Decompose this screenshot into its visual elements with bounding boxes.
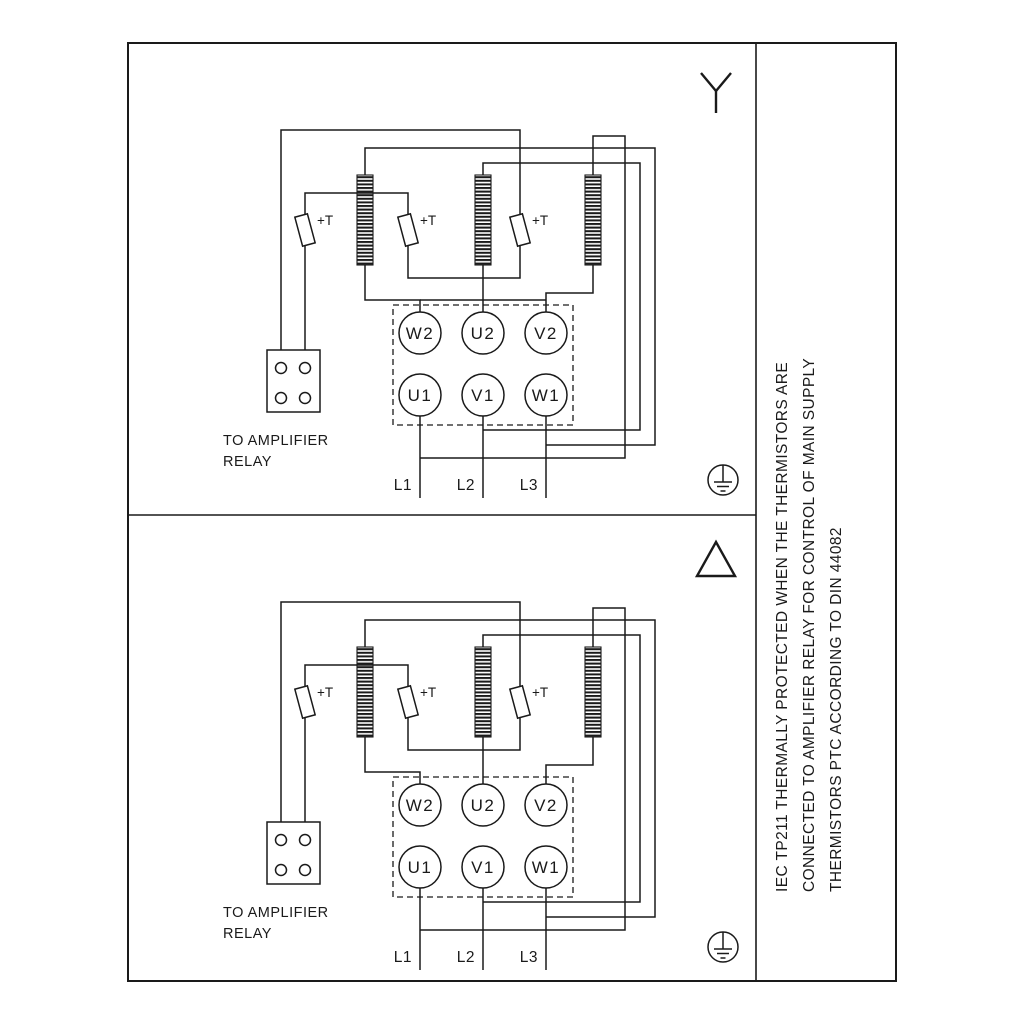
terminal-label-w2: W2 (406, 796, 435, 815)
thermistor-icon (396, 684, 420, 720)
terminal-u1 (398, 373, 442, 417)
relay-terminal (274, 361, 288, 375)
winding1-loop-wire (364, 147, 656, 446)
rotated-note-line-1: IEC TP211 THERMALLY PROTECTED WHEN THE T… (774, 362, 791, 892)
delta-panel: +T +T +T W2 U2 V2 U1 V1 W1 TO AMPLIFIER … (223, 539, 739, 970)
thermistor-icon (508, 684, 532, 720)
outer-border (127, 42, 897, 982)
supply-label-l3: L3 (520, 949, 538, 966)
relay-caption-line1: TO AMPLIFIER (223, 905, 329, 921)
terminal-w2 (398, 311, 442, 355)
terminal-label-w1: W1 (532, 858, 561, 877)
winding3-loop-wire (420, 607, 626, 931)
thermistor-label: +T (532, 213, 548, 228)
relay-box (266, 821, 321, 885)
winding3-bottom-wire (545, 737, 594, 784)
terminal-label-v2: V2 (534, 324, 558, 343)
relay-terminal (274, 863, 288, 877)
thermistor-label: +T (317, 213, 333, 228)
thermistor-label: +T (317, 685, 333, 700)
rotated-note: IEC TP211 THERMALLY PROTECTED WHEN THE T… (774, 358, 845, 892)
terminal-block-outline (392, 304, 574, 426)
winding3-loop-wire (420, 135, 626, 459)
rotated-note-line-3: THERMISTORS PTC ACCORDING TO DIN 44082 (828, 527, 845, 892)
thermistor-icon (293, 212, 317, 248)
relay-terminal (298, 863, 312, 877)
terminal-w1 (524, 845, 568, 889)
thermistor-icon (293, 684, 317, 720)
winding-bar-3 (584, 174, 602, 266)
winding3-bottom-wire (545, 265, 594, 312)
supply-label-l2: L2 (457, 949, 475, 966)
relay-caption-line2: RELAY (223, 454, 272, 470)
terminal-label-v1: V1 (471, 386, 495, 405)
terminal-label-w2: W2 (406, 324, 435, 343)
relay-terminal (274, 391, 288, 405)
terminal-label-u1: U1 (408, 386, 433, 405)
relay-terminal (298, 391, 312, 405)
winding2-loop-wire (482, 634, 641, 903)
winding-bar-1 (356, 646, 374, 738)
terminal-label-u2: U2 (471, 324, 496, 343)
terminal-block-outline (392, 776, 574, 898)
winding-bar-2 (474, 174, 492, 266)
terminal-w2 (398, 783, 442, 827)
relay-terminal (274, 833, 288, 847)
terminal-label-v2: V2 (534, 796, 558, 815)
thermistor-icon (508, 212, 532, 248)
earth-ground-icon (707, 931, 739, 963)
supply-label-l1: L1 (394, 949, 412, 966)
terminal-label-w1: W1 (532, 386, 561, 405)
winding-bar-2 (474, 646, 492, 738)
terminal-u1 (398, 845, 442, 889)
thermistor-chain-wire (280, 601, 521, 840)
relay-terminal (298, 833, 312, 847)
terminal-u2 (461, 311, 505, 355)
winding1-loop-wire (364, 619, 656, 918)
winding1-bottom-wire (364, 737, 421, 784)
supply-label-l2: L2 (457, 477, 475, 494)
star-panel: +T +T +T W2 U2 V2 U1 V1 W1 TO AMPLIFIER … (223, 72, 739, 498)
winding1-bottom-wire (364, 265, 421, 312)
star-connection-icon (700, 72, 732, 113)
relay-caption-line2: RELAY (223, 926, 272, 942)
thermistor-label: +T (532, 685, 548, 700)
terminal-v1 (461, 845, 505, 889)
terminal-v1 (461, 373, 505, 417)
relay-caption-line1: TO AMPLIFIER (223, 433, 329, 449)
rotated-note-line-2: CONNECTED TO AMPLIFIER RELAY FOR CONTROL… (801, 358, 818, 892)
delta-connection-icon (694, 539, 738, 578)
winding-bar-3 (584, 646, 602, 738)
supply-label-l1: L1 (394, 477, 412, 494)
terminal-u2 (461, 783, 505, 827)
terminal-v2 (524, 783, 568, 827)
thermistor-icon (396, 212, 420, 248)
thermistor-label: +T (420, 685, 436, 700)
terminal-label-u2: U2 (471, 796, 496, 815)
earth-ground-icon (707, 464, 739, 496)
thermistor-label: +T (420, 213, 436, 228)
terminal-v2 (524, 311, 568, 355)
relay-terminal (298, 361, 312, 375)
relay-box (266, 349, 321, 413)
supply-label-l3: L3 (520, 477, 538, 494)
terminal-w1 (524, 373, 568, 417)
thermistor-chain-wire (280, 129, 521, 368)
winding-bar-1 (356, 174, 374, 266)
terminal-label-u1: U1 (408, 858, 433, 877)
terminal-label-v1: V1 (471, 858, 495, 877)
winding2-loop-wire (482, 162, 641, 431)
